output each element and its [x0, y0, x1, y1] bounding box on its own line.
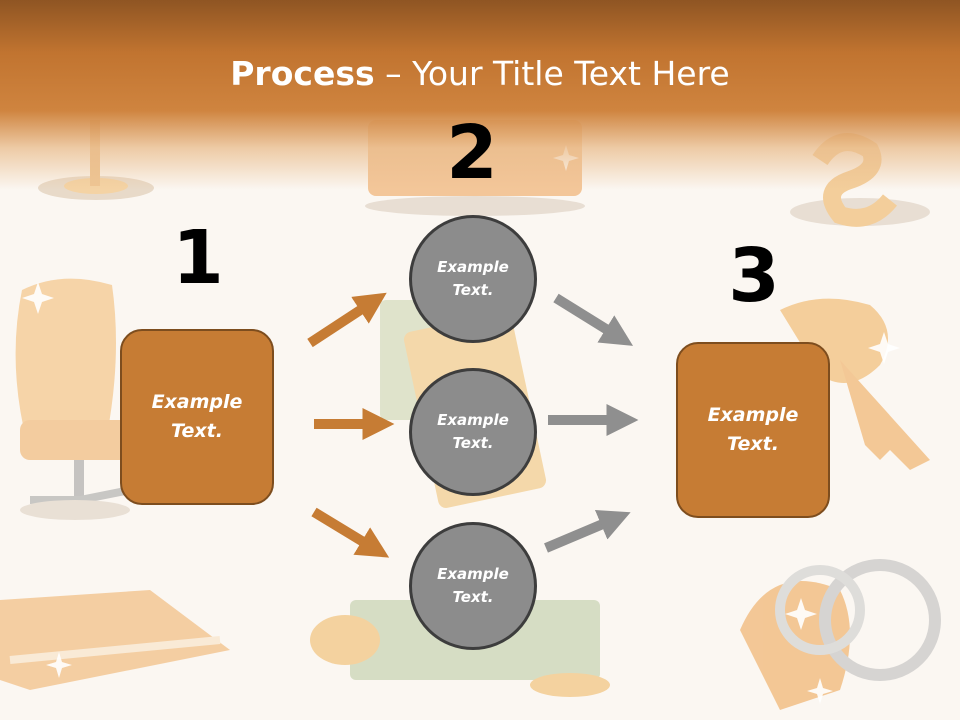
step-number-3: 3: [728, 233, 780, 319]
circle-node-3-line1: Example: [437, 565, 509, 583]
step-box-3-line2: Text.: [727, 433, 779, 455]
step-box-1: Example Text.: [120, 329, 274, 505]
chair-seat: [20, 420, 140, 460]
slide-title: Process – Your Title Text Here: [0, 52, 960, 96]
title-rest: – Your Title Text Here: [374, 54, 730, 93]
step-box-1-line1: Example: [151, 391, 243, 413]
circle-node-3-line2: Text.: [452, 588, 494, 606]
circle-node-3: Example Text.: [409, 522, 537, 650]
circle-node-2-line2: Text.: [452, 434, 494, 452]
header-band: [0, 0, 960, 190]
key-head: [780, 298, 888, 383]
step-box-1-line2: Text.: [171, 420, 223, 442]
circle-node-2: Example Text.: [409, 368, 537, 496]
key-blade: [840, 360, 930, 470]
step-box-3: Example Text.: [676, 342, 830, 518]
arrow-box1-to-circle1: [307, 292, 387, 348]
coin: [310, 615, 380, 665]
circle-node-1-line2: Text.: [452, 281, 494, 299]
handcuff-ring: [819, 559, 941, 681]
title-bold: Process: [230, 54, 375, 93]
circle-node-1: Example Text.: [409, 215, 537, 343]
circle-node-1-line1: Example: [437, 258, 509, 276]
sparkle-icon: [785, 598, 817, 630]
arrow-box1-to-circle3: [311, 507, 390, 558]
sparkle-icon: [46, 652, 72, 678]
step-number-2: 2: [446, 110, 498, 196]
step-number-1: 1: [172, 215, 224, 301]
circle-node-2-line1: Example: [437, 411, 509, 429]
arrow-circle3-to-box3: [544, 509, 631, 553]
step-box-3-line1: Example: [707, 404, 799, 426]
sparkle-icon: [22, 282, 54, 314]
sparkle-icon: [868, 332, 900, 364]
chair-back: [15, 278, 117, 443]
arrow-circle1-to-box3: [553, 293, 634, 346]
sparkle-icon: [807, 678, 833, 704]
